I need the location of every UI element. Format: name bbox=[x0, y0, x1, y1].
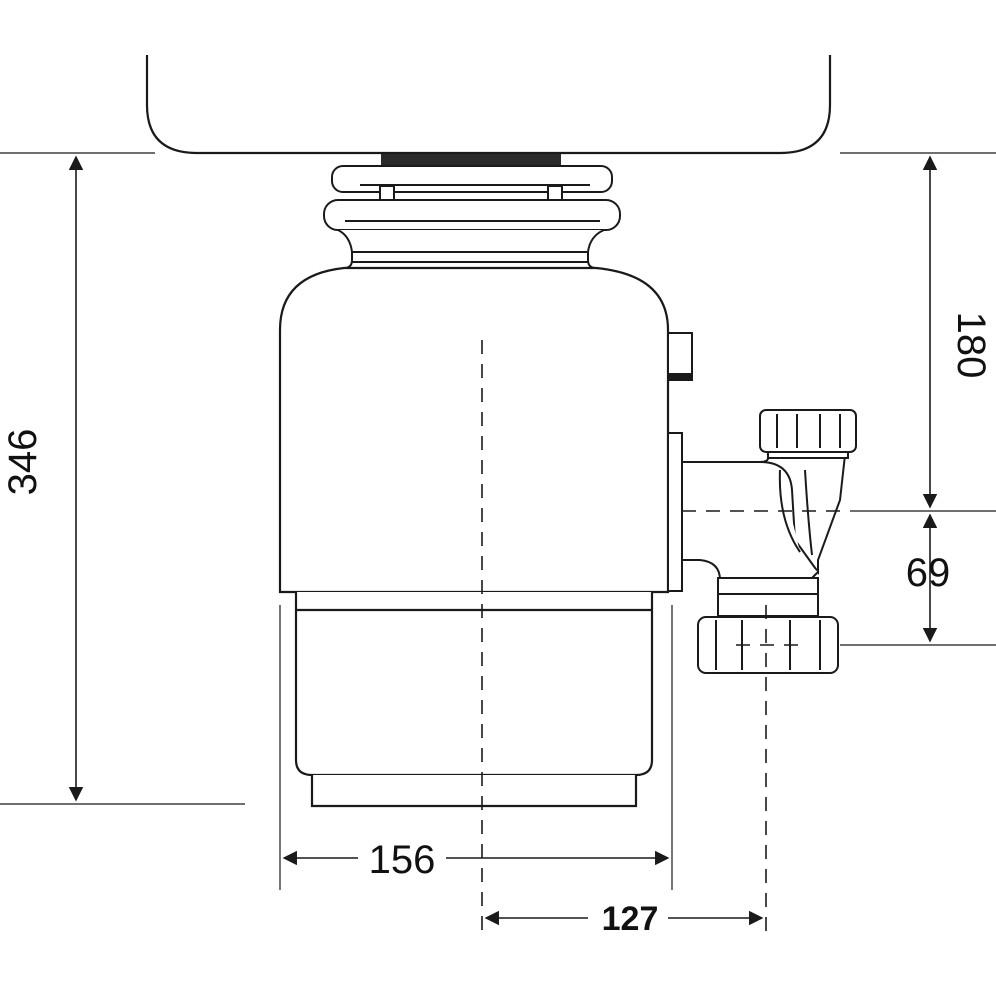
side-switch bbox=[667, 332, 693, 381]
dim-label-346: 346 bbox=[1, 429, 45, 496]
dim-label-180: 180 bbox=[949, 312, 993, 379]
elbow-top-cap bbox=[759, 409, 857, 459]
dimension-arrows bbox=[68, 155, 938, 926]
dim-label-127: 127 bbox=[602, 900, 659, 938]
lower-coupling bbox=[697, 577, 839, 674]
unit-body bbox=[278, 266, 670, 808]
sink-basin bbox=[145, 55, 832, 155]
extension-lines bbox=[0, 152, 996, 890]
outlet-plate bbox=[667, 432, 683, 592]
dim-label-69: 69 bbox=[906, 551, 951, 595]
outlet-elbow bbox=[681, 454, 847, 581]
mounting-collar bbox=[323, 165, 621, 269]
center-lines bbox=[481, 340, 850, 940]
dim-label-156: 156 bbox=[369, 838, 436, 882]
sink-gasket bbox=[381, 154, 561, 165]
